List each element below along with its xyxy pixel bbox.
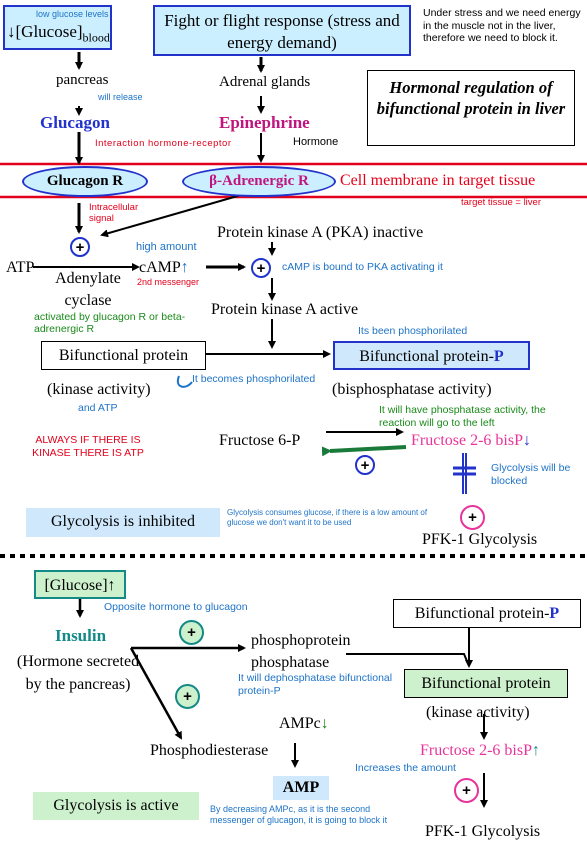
bifunctional-protein-box-bottom: Bifunctional protein — [404, 669, 568, 698]
phosphodiesterase-label: Phosphodiesterase — [150, 742, 269, 759]
intracellular-signal-note: Intracellular signal — [89, 202, 139, 225]
low-glucose-note: low glucose levels — [36, 9, 109, 19]
beta-adrenergic-receptor: β-Adrenergic R — [182, 166, 336, 197]
dephosphorylate-note: It will dephosphatase bifunctional prote… — [238, 672, 393, 697]
glycolysis-blocked-note: Glycolysis will be blocked — [491, 462, 571, 488]
glucagon-receptor-label: Glucagon R — [46, 173, 124, 189]
up-arrow: ↑ — [532, 742, 540, 759]
phosphate-label: P — [493, 348, 504, 365]
epinephrine-label: Epinephrine — [219, 113, 310, 132]
glycolysis-inhibited-box: Glycolysis is inhibited — [26, 508, 220, 537]
title-box: Hormonal regulation of bifunctional prot… — [367, 70, 575, 146]
pka-active-label: Protein kinase A active — [211, 301, 359, 318]
blood-subscript: blood — [82, 30, 110, 45]
glucose-blood-label: ↓[Glucose] — [7, 22, 83, 41]
bifunctional-protein-label: Bifunctional protein — [58, 347, 189, 364]
phosphoprotein-phosphatase-label: phosphoprotein phosphatase — [251, 632, 351, 672]
glycolysis-active-box: Glycolysis is active — [33, 792, 199, 820]
high-amount-note: high amount — [136, 241, 197, 253]
amp-box: AMP — [273, 776, 329, 800]
fructose-6p-label: Fructose 6-P — [219, 432, 301, 449]
decreasing-ampc-note: By decreasing AMPc, as it is the second … — [210, 804, 388, 826]
and-atp-note: and ATP — [78, 402, 118, 414]
becomes-phosphorylated-note: It becomes phosphorilated — [192, 373, 316, 385]
cell-membrane-label: Cell membrane in target tissue — [340, 172, 536, 189]
phosphorylated-note: Its been phosphorilated — [358, 325, 468, 337]
target-tissue-note: target tissue = liver — [461, 197, 541, 208]
glucagon-receptor: Glucagon R — [22, 166, 148, 197]
glycolysis-active-label: Glycolysis is active — [53, 797, 179, 814]
phosphorylation-curve — [176, 375, 193, 388]
always-kinase-atp-note: ALWAYS IF THERE IS KINASE THERE IS ATP — [32, 434, 144, 459]
flow-arrows — [33, 52, 488, 808]
cell-membrane — [0, 162, 587, 199]
bifunctional-protein-p-label: Bifunctional protein- — [359, 348, 494, 365]
plus-icon: + — [175, 684, 200, 709]
plus-icon: + — [251, 258, 271, 278]
ampc-down-arrow: ↓ — [320, 715, 329, 732]
bifunctional-protein-p-box: Bifunctional protein-P — [333, 341, 530, 370]
beta-adrenergic-receptor-label: β-Adrenergic R — [209, 173, 309, 189]
stress-note: Under stress and we need energy in the m… — [423, 7, 581, 45]
glucose-high-box: [Glucose]↑ — [34, 570, 126, 599]
phosphatase-arrow — [346, 653, 470, 667]
plus-icon: + — [179, 620, 204, 645]
will-release-note: will release — [98, 92, 143, 102]
camp-bound-note: cAMP is bound to PKA activating it — [282, 261, 443, 273]
amp-label: AMP — [282, 779, 320, 796]
pancreas-label: pancreas — [56, 72, 109, 88]
plus-icon: + — [460, 505, 485, 530]
opposite-hormone-note: Opposite hormone to glucagon — [104, 601, 248, 613]
hormone-label: Hormone — [293, 136, 339, 148]
increases-amount-note: Increases the amount — [355, 762, 456, 774]
pfk1-glycolysis-label: PFK-1 Glycolysis — [422, 531, 538, 548]
fructose-26-bisp-label-bottom: Fructose 2-6 bisP — [420, 742, 532, 759]
camp-up-arrow: ↑ — [180, 259, 189, 276]
bifunctional-protein-p-box-bottom: Bifunctional protein-P — [393, 599, 581, 628]
ampc-label: AMPc — [279, 715, 321, 732]
pfk1-glycolysis-label-bottom: PFK-1 Glycolysis — [425, 823, 541, 840]
fructose-26-bisp-label: Fructose 2-6 bisP — [411, 432, 523, 449]
insulin-label: Insulin — [55, 626, 107, 645]
plus-icon: + — [454, 778, 479, 803]
fight-or-flight-text: Fight or flight response (stress and ene… — [164, 11, 400, 53]
glycolysis-inhibited-label: Glycolysis is inhibited — [51, 513, 195, 530]
glucose-high-label: [Glucose]↑ — [44, 577, 116, 594]
activated-by-note: activated by glucagon R or beta-adrenerg… — [34, 311, 186, 336]
adenylate-cyclase-label: Adenylate cyclase — [55, 270, 121, 309]
second-messenger-note: 2nd messenger — [137, 277, 200, 287]
bifunctional-protein-box: Bifunctional protein — [41, 341, 206, 370]
plus-icon: + — [355, 455, 375, 475]
camp-label: cAMP — [139, 259, 181, 276]
consumes-glucose-note: Glycolysis consumes glucose, if there is… — [227, 508, 428, 527]
interaction-note: Interaction hormone-receptor — [95, 138, 232, 149]
down-arrow: ↓ — [523, 432, 531, 449]
adrenal-glands-label: Adrenal glands — [219, 74, 311, 90]
phosphate-label: P — [549, 605, 560, 622]
glucagon-label: Glucagon — [40, 113, 110, 132]
fight-or-flight-box: Fight or flight response (stress and ene… — [153, 5, 411, 56]
diagram-title: Hormonal regulation of bifunctional prot… — [376, 78, 566, 119]
bisphosphatase-activity-label: (bisphosphatase activity) — [332, 381, 492, 398]
phosphatase-activity-note: It will have phosphatase activity, the r… — [379, 404, 546, 429]
atp-label: ATP — [6, 259, 35, 276]
insulin-description: (Hormone secreted by the pancreas) — [16, 653, 140, 694]
bifunctional-protein-p-label: Bifunctional protein- — [414, 605, 550, 622]
pka-inactive-label: Protein kinase A (PKA) inactive — [217, 224, 424, 241]
glucose-blood-box: low glucose levels ↓[Glucose]blood — [3, 5, 112, 50]
plus-icon: + — [70, 237, 90, 257]
kinase-activity-label-bottom: (kinase activity) — [426, 704, 530, 721]
reverse-reaction-arrow — [321, 445, 407, 457]
bifunctional-protein-label: Bifunctional protein — [421, 675, 551, 692]
kinase-activity-label: (kinase activity) — [47, 381, 151, 398]
